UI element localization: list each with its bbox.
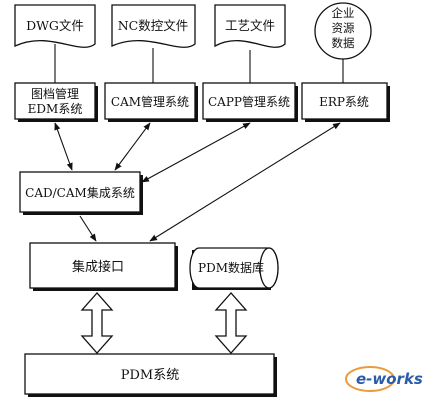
erp-data-label-line2: 资源: [332, 21, 355, 35]
erp-system-box: ERP系统: [301, 82, 390, 122]
erp-data-label-line3: 数据: [332, 36, 355, 50]
pdm-system-box: PDM系统: [24, 353, 277, 397]
capp-system-box: CAPP管理系统: [202, 82, 298, 122]
watermark-text: e-works: [356, 370, 423, 388]
integration-interface-box: 集成接口: [29, 242, 178, 291]
pdm-db-label: PDM数据库: [198, 260, 264, 275]
nc-file-doc: NC数控文件: [111, 4, 196, 48]
arrow-capp-cadcam: [141, 122, 251, 183]
process-file-doc: 工艺文件: [214, 4, 286, 48]
arrow-erp-interface: [149, 122, 341, 242]
erp-label: ERP系统: [319, 95, 369, 109]
cam-system-box: CAM管理系统: [104, 82, 198, 122]
edm-label-line2: EDM系统: [28, 102, 83, 116]
double-arrow-interface-pdm: [80, 292, 114, 354]
erp-data-circle: 企业 资源 数据: [314, 2, 372, 60]
interface-label: 集成接口: [72, 259, 124, 275]
nc-file-label: NC数控文件: [118, 18, 189, 33]
pdm-database-cylinder: PDM数据库: [189, 247, 279, 290]
arrow-cam-cadcam: [114, 122, 151, 171]
cadcam-system-box: CAD/CAM集成系统: [19, 171, 143, 215]
edm-label-line1: 图档管理: [31, 86, 79, 101]
erp-data-label-line1: 企业: [332, 6, 355, 20]
double-arrow-db-pdm: [214, 292, 248, 354]
arrow-cadcam-interface: [79, 215, 97, 242]
pdm-label: PDM系统: [121, 368, 179, 383]
eworks-watermark-logo: e-works: [345, 366, 423, 392]
cadcam-label: CAD/CAM集成系统: [25, 185, 135, 200]
cam-label: CAM管理系统: [111, 94, 189, 109]
edm-system-box: 图档管理 EDM系统: [14, 82, 98, 122]
capp-label: CAPP管理系统: [208, 94, 290, 109]
dwg-file-label: DWG文件: [26, 18, 84, 33]
arrow-edm-cadcam: [54, 122, 73, 171]
process-file-label: 工艺文件: [225, 18, 275, 33]
dwg-file-doc: DWG文件: [14, 4, 96, 48]
